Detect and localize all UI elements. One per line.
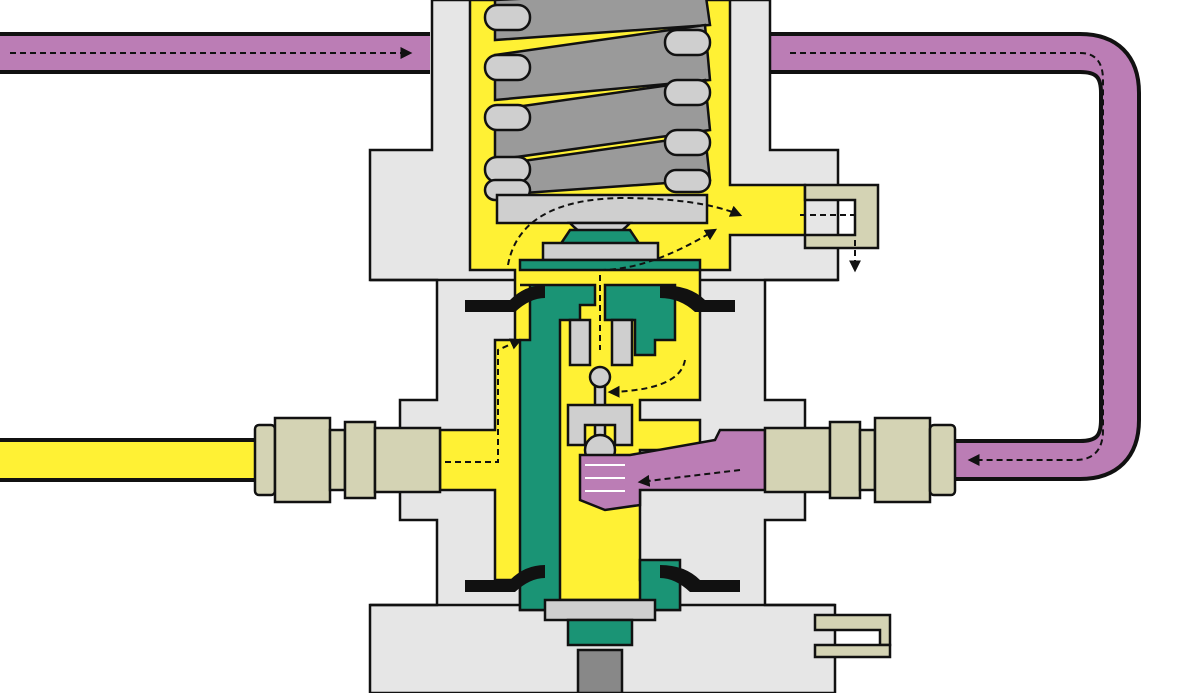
sensing-line-pipe [0,32,1141,481]
pilot-valve [566,365,767,512]
inlet-fitting [253,416,442,504]
diaphragm-seals [465,285,740,592]
drain-fitting [813,613,892,659]
vent-fitting [803,183,880,250]
sensing-fitting [763,416,957,504]
diaphragm-assembly [518,228,702,693]
inlet-pipe [0,438,255,482]
flow-arrows [445,196,861,487]
range-spring [483,0,712,241]
